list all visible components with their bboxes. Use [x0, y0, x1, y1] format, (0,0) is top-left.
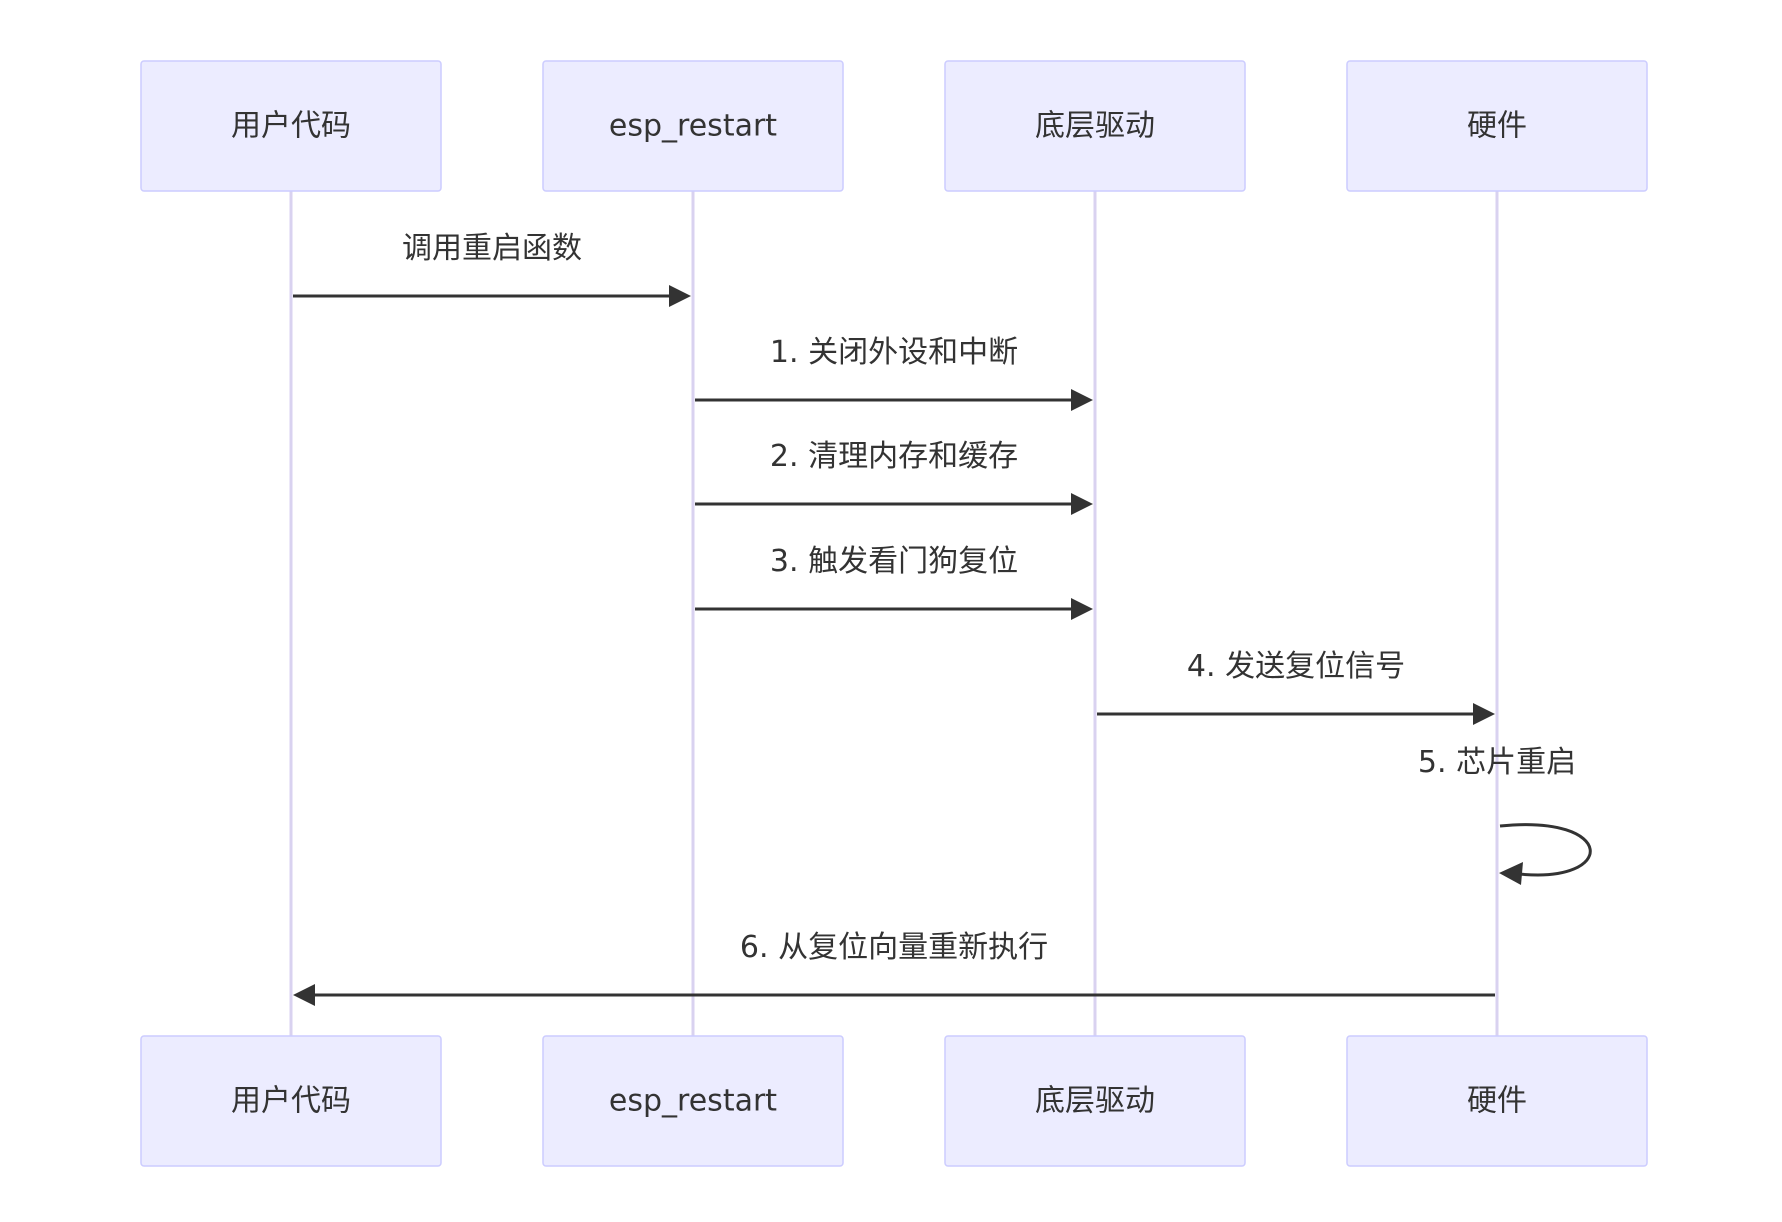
- actors-top: 用户代码 esp_restart 底层驱动 硬件: [140, 60, 1648, 192]
- actor-box: [1346, 1035, 1648, 1167]
- actor-box: [140, 60, 442, 192]
- actor-label: 硬件: [1467, 109, 1527, 144]
- actor-label: esp_restart: [609, 109, 777, 144]
- actor-label: esp_restart: [609, 1084, 777, 1119]
- arrowhead: [1473, 703, 1495, 725]
- actor-label: 底层驱动: [1035, 109, 1155, 144]
- message-label: 2. 清理内存和缓存: [770, 439, 1018, 474]
- actor-box: [1346, 60, 1648, 192]
- actors-bottom: 用户代码 esp_restart 底层驱动 硬件: [140, 1035, 1648, 1167]
- arrowhead: [1499, 862, 1523, 885]
- message-6: 5. 芯片重启: [1418, 745, 1592, 885]
- actor-box: [542, 60, 844, 192]
- arrowhead: [669, 285, 691, 307]
- message-4: 3. 触发看门狗复位: [695, 544, 1093, 620]
- arrowhead: [293, 984, 315, 1006]
- actor-box: [140, 1035, 442, 1167]
- actor-label: 用户代码: [231, 109, 351, 144]
- actor-label: 用户代码: [231, 1084, 351, 1119]
- messages: 调用重启函数 1. 关闭外设和中断 2. 清理内存和缓存 3. 触发看门狗复位 4. 发…: [293, 231, 1592, 1006]
- message-label: 6. 从复位向量重新执行: [740, 930, 1048, 965]
- actor-label: 硬件: [1467, 1084, 1527, 1119]
- actor-label: 底层驱动: [1035, 1084, 1155, 1119]
- message-3: 2. 清理内存和缓存: [695, 439, 1093, 515]
- actor-box: [944, 1035, 1246, 1167]
- arrowhead: [1071, 598, 1093, 620]
- actor-hw-bottom: 硬件: [1346, 1035, 1648, 1167]
- actor-box: [944, 60, 1246, 192]
- actor-driver-bottom: 底层驱动: [944, 1035, 1246, 1167]
- message-label: 5. 芯片重启: [1418, 745, 1576, 780]
- message-line: [1499, 823, 1592, 877]
- arrowhead: [1071, 493, 1093, 515]
- message-label: 1. 关闭外设和中断: [770, 335, 1018, 370]
- actor-user-top: 用户代码: [140, 60, 442, 192]
- actor-driver-top: 底层驱动: [944, 60, 1246, 192]
- actor-esp-bottom: esp_restart: [542, 1035, 844, 1167]
- message-5: 4. 发送复位信号: [1097, 649, 1495, 725]
- message-label: 3. 触发看门狗复位: [770, 544, 1018, 579]
- arrowhead: [1071, 389, 1093, 411]
- message-label: 调用重启函数: [402, 231, 582, 266]
- actor-hw-top: 硬件: [1346, 60, 1648, 192]
- lifelines: [289, 191, 1499, 1036]
- message-1: 调用重启函数: [293, 231, 691, 307]
- actor-esp-top: esp_restart: [542, 60, 844, 192]
- actor-user-bottom: 用户代码: [140, 1035, 442, 1167]
- message-2: 1. 关闭外设和中断: [695, 335, 1093, 411]
- message-7: 6. 从复位向量重新执行: [293, 930, 1495, 1006]
- actor-box: [542, 1035, 844, 1167]
- message-label: 4. 发送复位信号: [1187, 649, 1405, 684]
